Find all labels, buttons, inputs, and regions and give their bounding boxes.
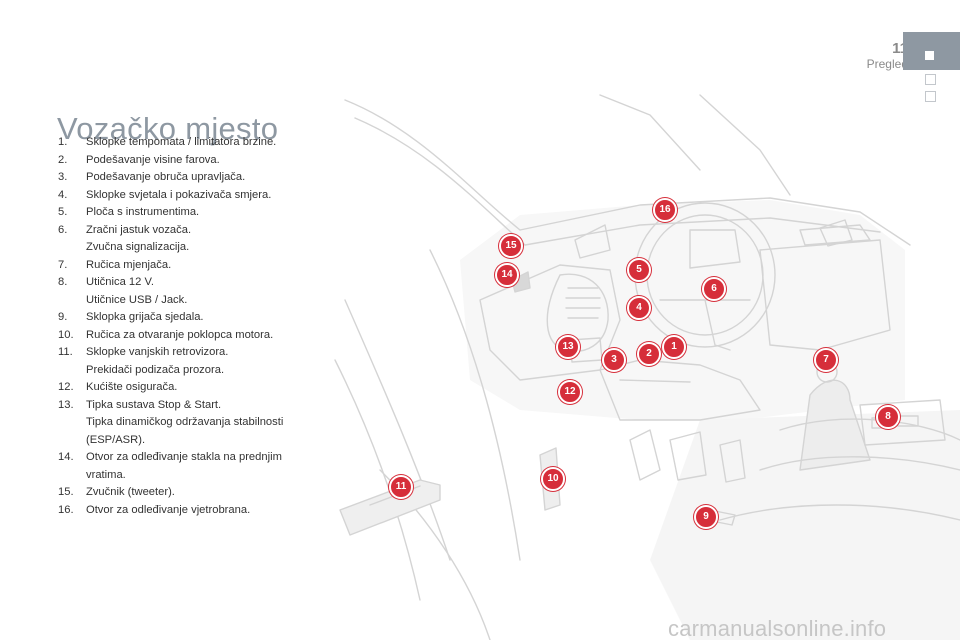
watermark-text: carmanualsonline.info	[668, 616, 887, 641]
list-item: 3.Podešavanje obruča upravljača.	[58, 171, 246, 183]
callout-badge: 3	[602, 348, 626, 372]
list-item: Utičnice USB / Jack.	[86, 293, 188, 306]
section-tab-marker	[925, 91, 936, 102]
legend-list: 1.Sklopke tempomata / limitatora brzine.…	[58, 134, 308, 519]
callout-badge: 10	[541, 467, 565, 491]
callout-badge: 12	[558, 380, 582, 404]
callout-badge: 1	[662, 335, 686, 359]
callout-badge: 13	[556, 335, 580, 359]
callout-badge: 7	[814, 348, 838, 372]
list-item: 16.Otvor za odleđivanje vjetrobrana.	[58, 503, 251, 516]
callout-badge: 6	[702, 277, 726, 301]
callout-badge: 8	[876, 405, 900, 429]
callout-badge: 14	[495, 263, 519, 287]
list-item: 12.Kućište osigurača.	[58, 381, 178, 393]
list-item: 7.Ručica mjenjača.	[58, 258, 172, 271]
list-item: 6.Zračni jastuk vozača.	[58, 223, 192, 236]
callout-badge: 5	[627, 258, 651, 282]
list-item: 1.Sklopke tempomata / limitatora brzine.	[58, 136, 277, 148]
list-item: 14.Otvor za odleđivanje stakla na prednj…	[58, 451, 282, 481]
page-number: 11	[892, 40, 908, 57]
list-item: 10.Ručica za otvaranje poklopca motora.	[58, 328, 274, 341]
list-item: Prekidači podizača prozora.	[86, 363, 225, 376]
callout-badge: 15	[499, 234, 523, 258]
callout-badge: 11	[389, 475, 413, 499]
callout-badge: 9	[694, 505, 718, 529]
list-item: 13.Tipka sustava Stop & Start.	[58, 398, 222, 411]
list-item: Tipka dinamičkog održavanja stabilnosti …	[86, 416, 284, 446]
callout-badge: 16	[653, 198, 677, 222]
list-item: 11.Sklopke vanjskih retrovizora.	[58, 346, 229, 358]
dashboard-illustration	[334, 94, 960, 640]
list-item: 5.Ploča s instrumentima.	[58, 206, 200, 218]
list-item: 2.Podešavanje visine farova.	[58, 153, 220, 166]
section-label: Pregled	[866, 57, 908, 71]
section-tab-marker	[925, 74, 936, 85]
callout-badge: 4	[627, 296, 651, 320]
section-tab-marker-active	[925, 51, 934, 60]
callout-badge: 2	[637, 342, 661, 366]
list-item: 15.Zvučnik (tweeter).	[58, 486, 175, 498]
list-item: Zvučna signalizacija.	[86, 241, 190, 253]
list-item: 4.Sklopke svjetala i pokazivača smjera.	[58, 188, 272, 201]
list-item: 9.Sklopka grijača sjedala.	[58, 311, 204, 323]
page-title: Vozačko mjesto	[57, 110, 279, 146]
list-item: 8.Utičnica 12 V.	[58, 276, 154, 288]
